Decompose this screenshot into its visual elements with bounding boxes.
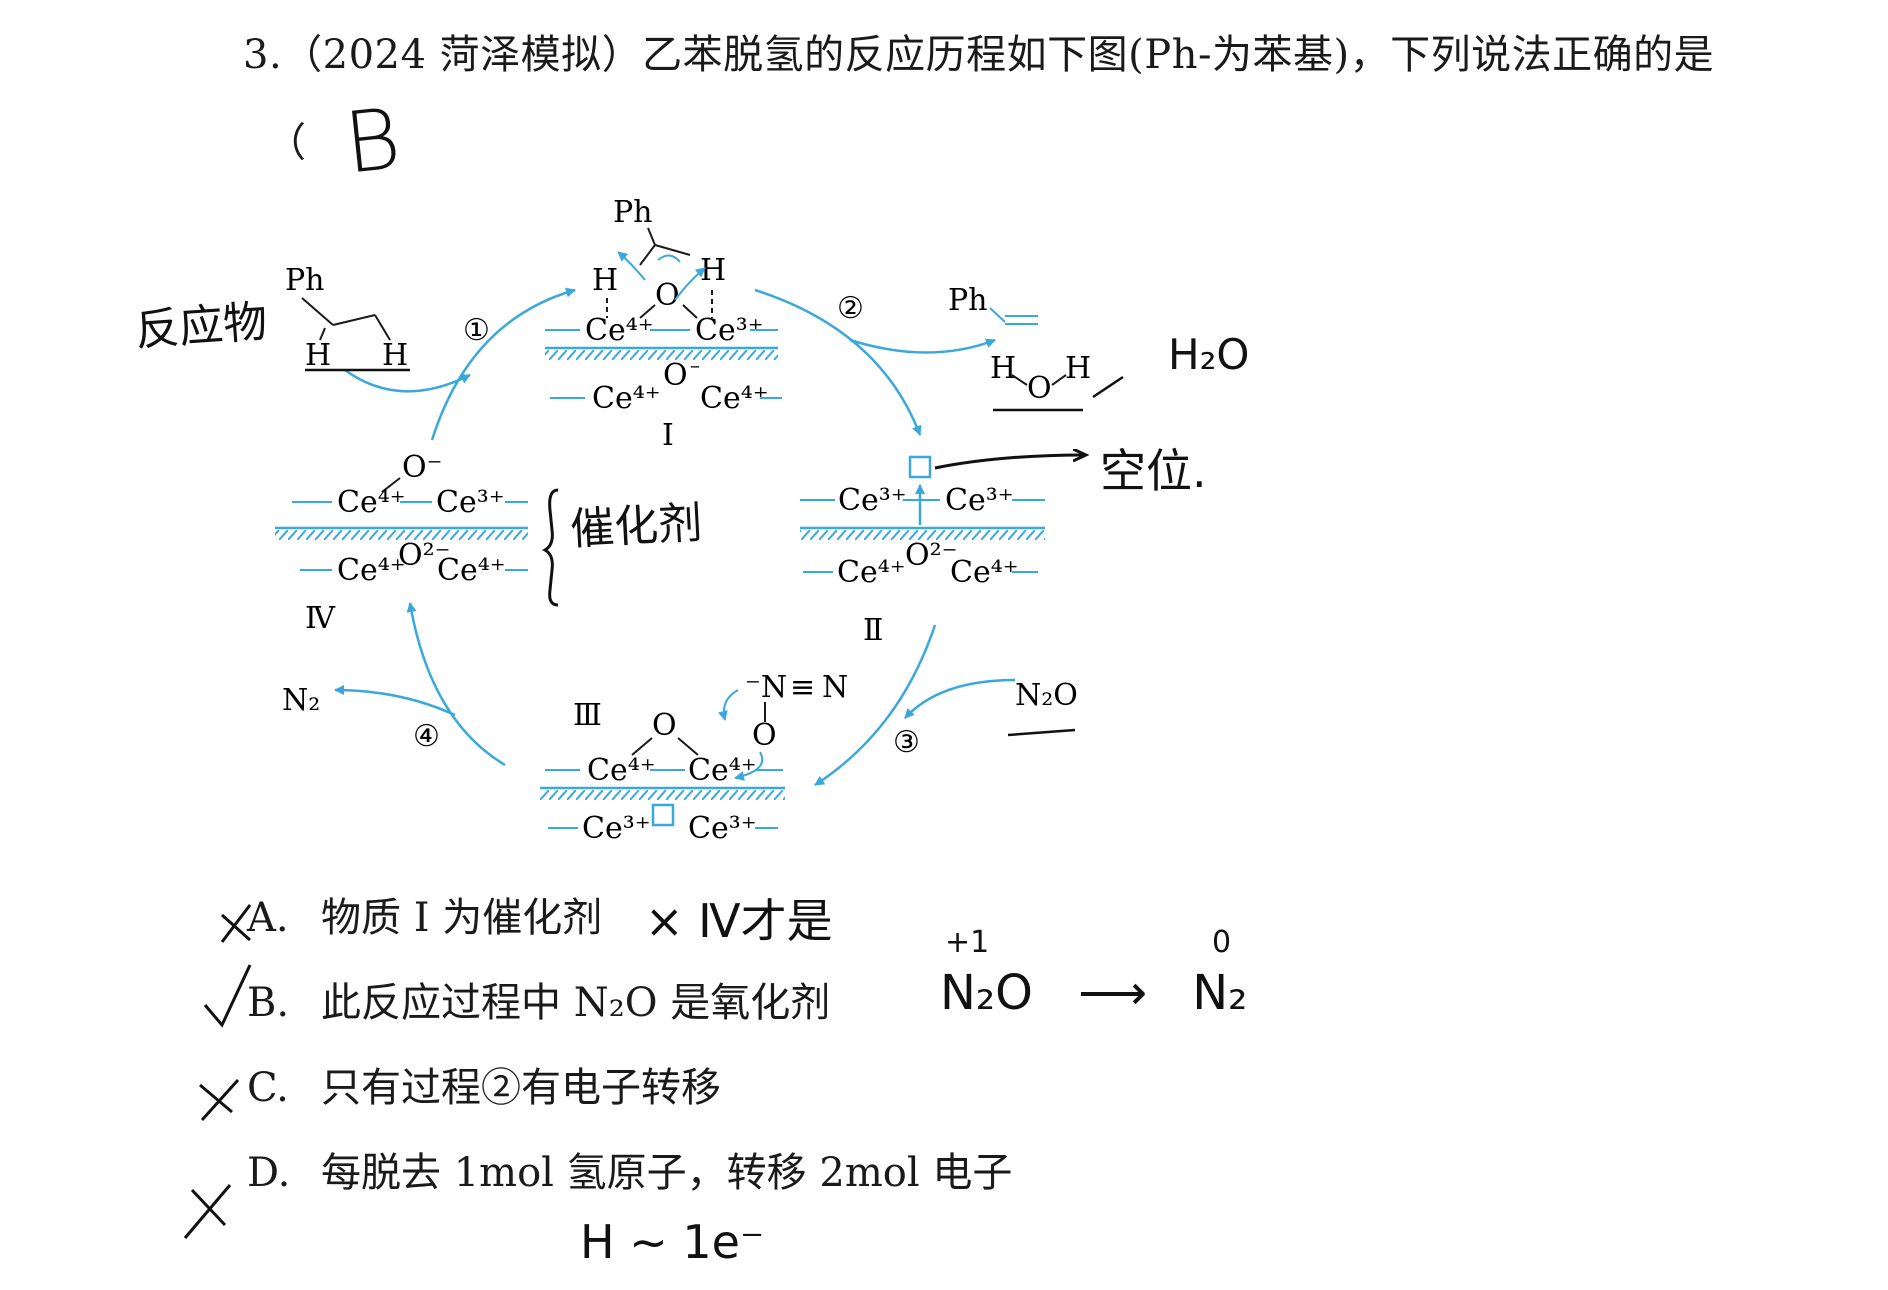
annotation-catalyst: 催化剂 [568, 497, 704, 556]
option-a-note: × Ⅳ才是 [645, 894, 833, 948]
n2o-in-arrow [904, 678, 1016, 719]
option-c: C. 只有过程②有电子转移 [247, 1055, 721, 1113]
svg-text:Ce⁴⁺: Ce⁴⁺ [688, 753, 757, 788]
reactant-in-arrow [344, 368, 471, 393]
option-a-letter: A. [247, 895, 289, 941]
svg-text:O⁻: O⁻ [402, 450, 442, 485]
n2o-label: N₂O [1015, 678, 1078, 713]
n2o-underline [1007, 728, 1076, 737]
vacancy-box-III [651, 803, 675, 827]
option-d-note: H ~ 1e⁻ [580, 1215, 765, 1269]
water-slash [1092, 375, 1124, 399]
svg-text:Ce⁴⁺: Ce⁴⁺ [437, 553, 506, 588]
svg-text:Ce⁴⁺: Ce⁴⁺ [585, 313, 654, 348]
n2-label: N₂ [282, 683, 320, 718]
svg-text:Ce⁴⁺: Ce⁴⁺ [587, 753, 656, 788]
svg-text:Ce³⁺: Ce³⁺ [838, 483, 907, 518]
svg-text:O²⁻: O²⁻ [398, 538, 450, 573]
option-a-text: 物质 Ⅰ 为催化剂 [321, 895, 603, 941]
option-b-text: 此反应过程中 N₂O 是氧化剂 [321, 980, 831, 1026]
option-b: B. 此反应过程中 N₂O 是氧化剂 [247, 970, 830, 1028]
step-labels: ① ② ③ ④ [413, 291, 920, 760]
option-d: D. 每脱去 1mol 氢原子，转移 2mol 电子 [247, 1140, 1012, 1198]
option-b-ox-left: +1 [945, 925, 990, 960]
svg-text:Ph: Ph [613, 195, 653, 230]
svg-text:≡: ≡ [790, 670, 815, 705]
option-a: A. 物质 Ⅰ 为催化剂 [247, 885, 602, 943]
reactant-ethylbenzene: Ph H H [285, 263, 408, 373]
svg-text:H: H [305, 338, 331, 373]
svg-text:H: H [1065, 351, 1091, 386]
svg-text:H: H [990, 351, 1016, 386]
option-marks [183, 904, 252, 1239]
svg-text:Ce³⁺: Ce³⁺ [436, 485, 505, 520]
svg-text:O: O [652, 708, 677, 743]
step-4: ④ [413, 719, 440, 754]
svg-text:H: H [700, 253, 726, 288]
svg-text:Ce⁴⁺: Ce⁴⁺ [950, 555, 1019, 590]
cycle-arc-4 [406, 602, 506, 767]
svg-text:Ce³⁺: Ce³⁺ [582, 811, 651, 846]
svg-text:Ce⁴⁺: Ce⁴⁺ [700, 381, 769, 416]
svg-text:O²⁻: O²⁻ [905, 538, 957, 573]
svg-text:H: H [382, 338, 408, 373]
step-1: ① [463, 313, 490, 348]
annotation-reactant: 反应物 [133, 296, 269, 357]
vacancy-box [908, 455, 932, 479]
state-II: Ce³⁺ Ce³⁺ Ce⁴⁺ O²⁻ Ce⁴⁺ Ⅱ [800, 455, 1045, 648]
vacancy-arrow [934, 455, 1085, 470]
n2-out-arrow [334, 685, 456, 717]
svg-text:Ph: Ph [948, 283, 988, 318]
step-3: ③ [893, 725, 920, 760]
step-2: ② [837, 291, 864, 326]
question-title: 3.（2024 菏泽模拟）乙苯脱氢的反应历程如下图(Ph-为苯基)，下列说法正确… [243, 32, 1715, 78]
state-IV: O⁻ Ce⁴⁺ Ce³⁺ Ce⁴⁺ O²⁻ Ce⁴⁺ Ⅳ [275, 450, 528, 636]
svg-text:H: H [592, 263, 618, 298]
svg-text:Ce⁴⁺: Ce⁴⁺ [592, 381, 661, 416]
svg-text:O: O [752, 718, 777, 753]
option-c-letter: C. [247, 1065, 289, 1111]
svg-text:Ph: Ph [285, 263, 325, 298]
catalyst-brace [541, 488, 559, 607]
svg-text:Ce⁴⁺: Ce⁴⁺ [337, 553, 406, 588]
svg-text:O: O [663, 358, 688, 393]
option-d-letter: D. [247, 1150, 291, 1196]
cycle-arc-3 [814, 624, 937, 787]
svg-text:Ce³⁺: Ce³⁺ [688, 811, 757, 846]
svg-text:Ⅰ: Ⅰ [662, 418, 674, 453]
option-b-letter: B. [247, 980, 290, 1026]
state-I: Ph H H O Ce⁴⁺ Ce³⁺ O – Ce⁴⁺ Ce⁴⁺ Ⅰ [545, 195, 782, 453]
product-styrene-water: Ph H O H [948, 283, 1091, 406]
svg-text:N: N [822, 670, 848, 705]
svg-text:–: – [690, 353, 700, 377]
annotation-vacancy: 空位. [1100, 444, 1207, 498]
option-d-text: 每脱去 1mol 氢原子，转移 2mol 电子 [321, 1150, 1013, 1196]
svg-text:Ce⁴⁺: Ce⁴⁺ [837, 555, 906, 590]
svg-text:Ⅲ: Ⅲ [573, 698, 602, 733]
svg-text:Ce⁴⁺: Ce⁴⁺ [337, 485, 406, 520]
answer-paren: （ [266, 120, 306, 166]
cycle-arc-2 [754, 288, 922, 436]
option-c-text: 只有过程②有电子转移 [321, 1065, 721, 1111]
option-b-note: N₂O ⟶ N₂ [940, 965, 1248, 1021]
svg-text:⁻N: ⁻N [745, 670, 787, 705]
product-out-arrow [849, 338, 996, 354]
state-III: ⁻N ≡ N O Ⅲ O Ce⁴⁺ Ce⁴⁺ Ce³⁺ Ce³⁺ [540, 670, 848, 846]
option-b-ox-right: 0 [1212, 925, 1232, 960]
svg-text:Ⅳ: Ⅳ [305, 601, 336, 636]
svg-text:O: O [1027, 371, 1052, 406]
svg-text:Ⅱ: Ⅱ [863, 613, 883, 648]
annotation-water: H₂O [1168, 330, 1250, 379]
cycle-arc-1 [430, 287, 576, 441]
svg-text:O: O [655, 278, 680, 313]
svg-text:Ce³⁺: Ce³⁺ [945, 483, 1014, 518]
